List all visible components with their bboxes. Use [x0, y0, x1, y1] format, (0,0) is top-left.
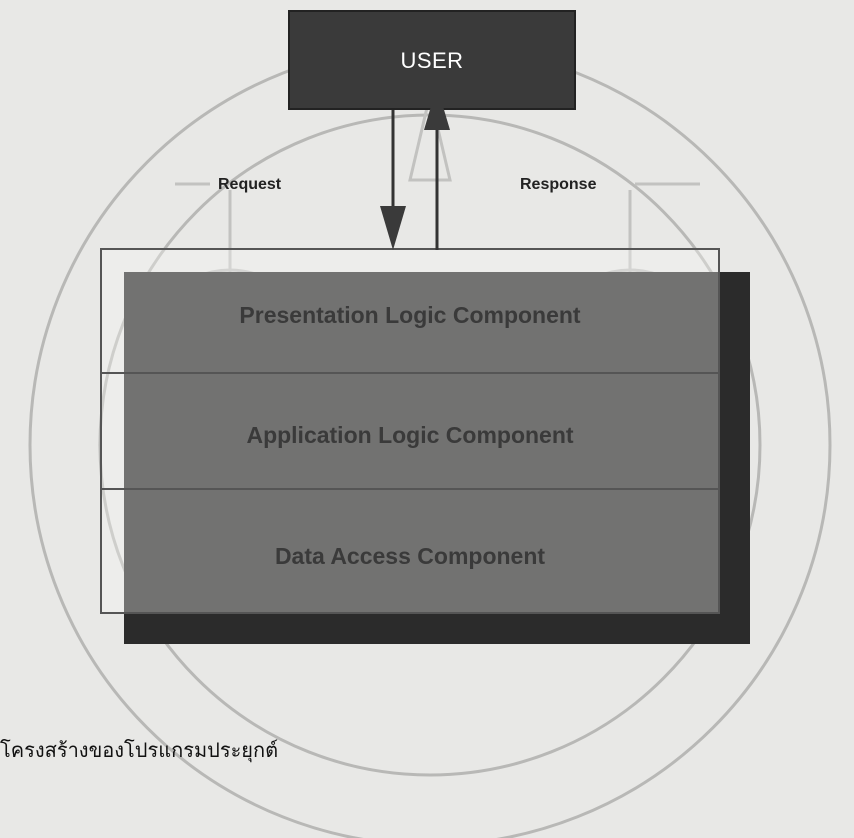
component-stack: Presentation Logic Component Application…: [100, 248, 720, 614]
application-logic-layer: Application Logic Component: [102, 374, 718, 490]
request-arrow: [380, 110, 406, 250]
user-label: USER: [400, 48, 464, 73]
application-logic-label: Application Logic Component: [246, 421, 574, 448]
figure-caption: โครงสร้างของโปรแกรมประยุกต์: [0, 738, 279, 762]
request-label: Request: [218, 176, 282, 193]
presentation-logic-label: Presentation Logic Component: [239, 301, 581, 328]
response-label: Response: [520, 176, 597, 193]
data-access-label: Data Access Component: [274, 542, 546, 569]
presentation-logic-layer: Presentation Logic Component: [102, 250, 718, 374]
data-access-layer: Data Access Component: [102, 490, 718, 614]
stack-shadow: [124, 272, 750, 644]
response-arrow: [424, 86, 450, 250]
